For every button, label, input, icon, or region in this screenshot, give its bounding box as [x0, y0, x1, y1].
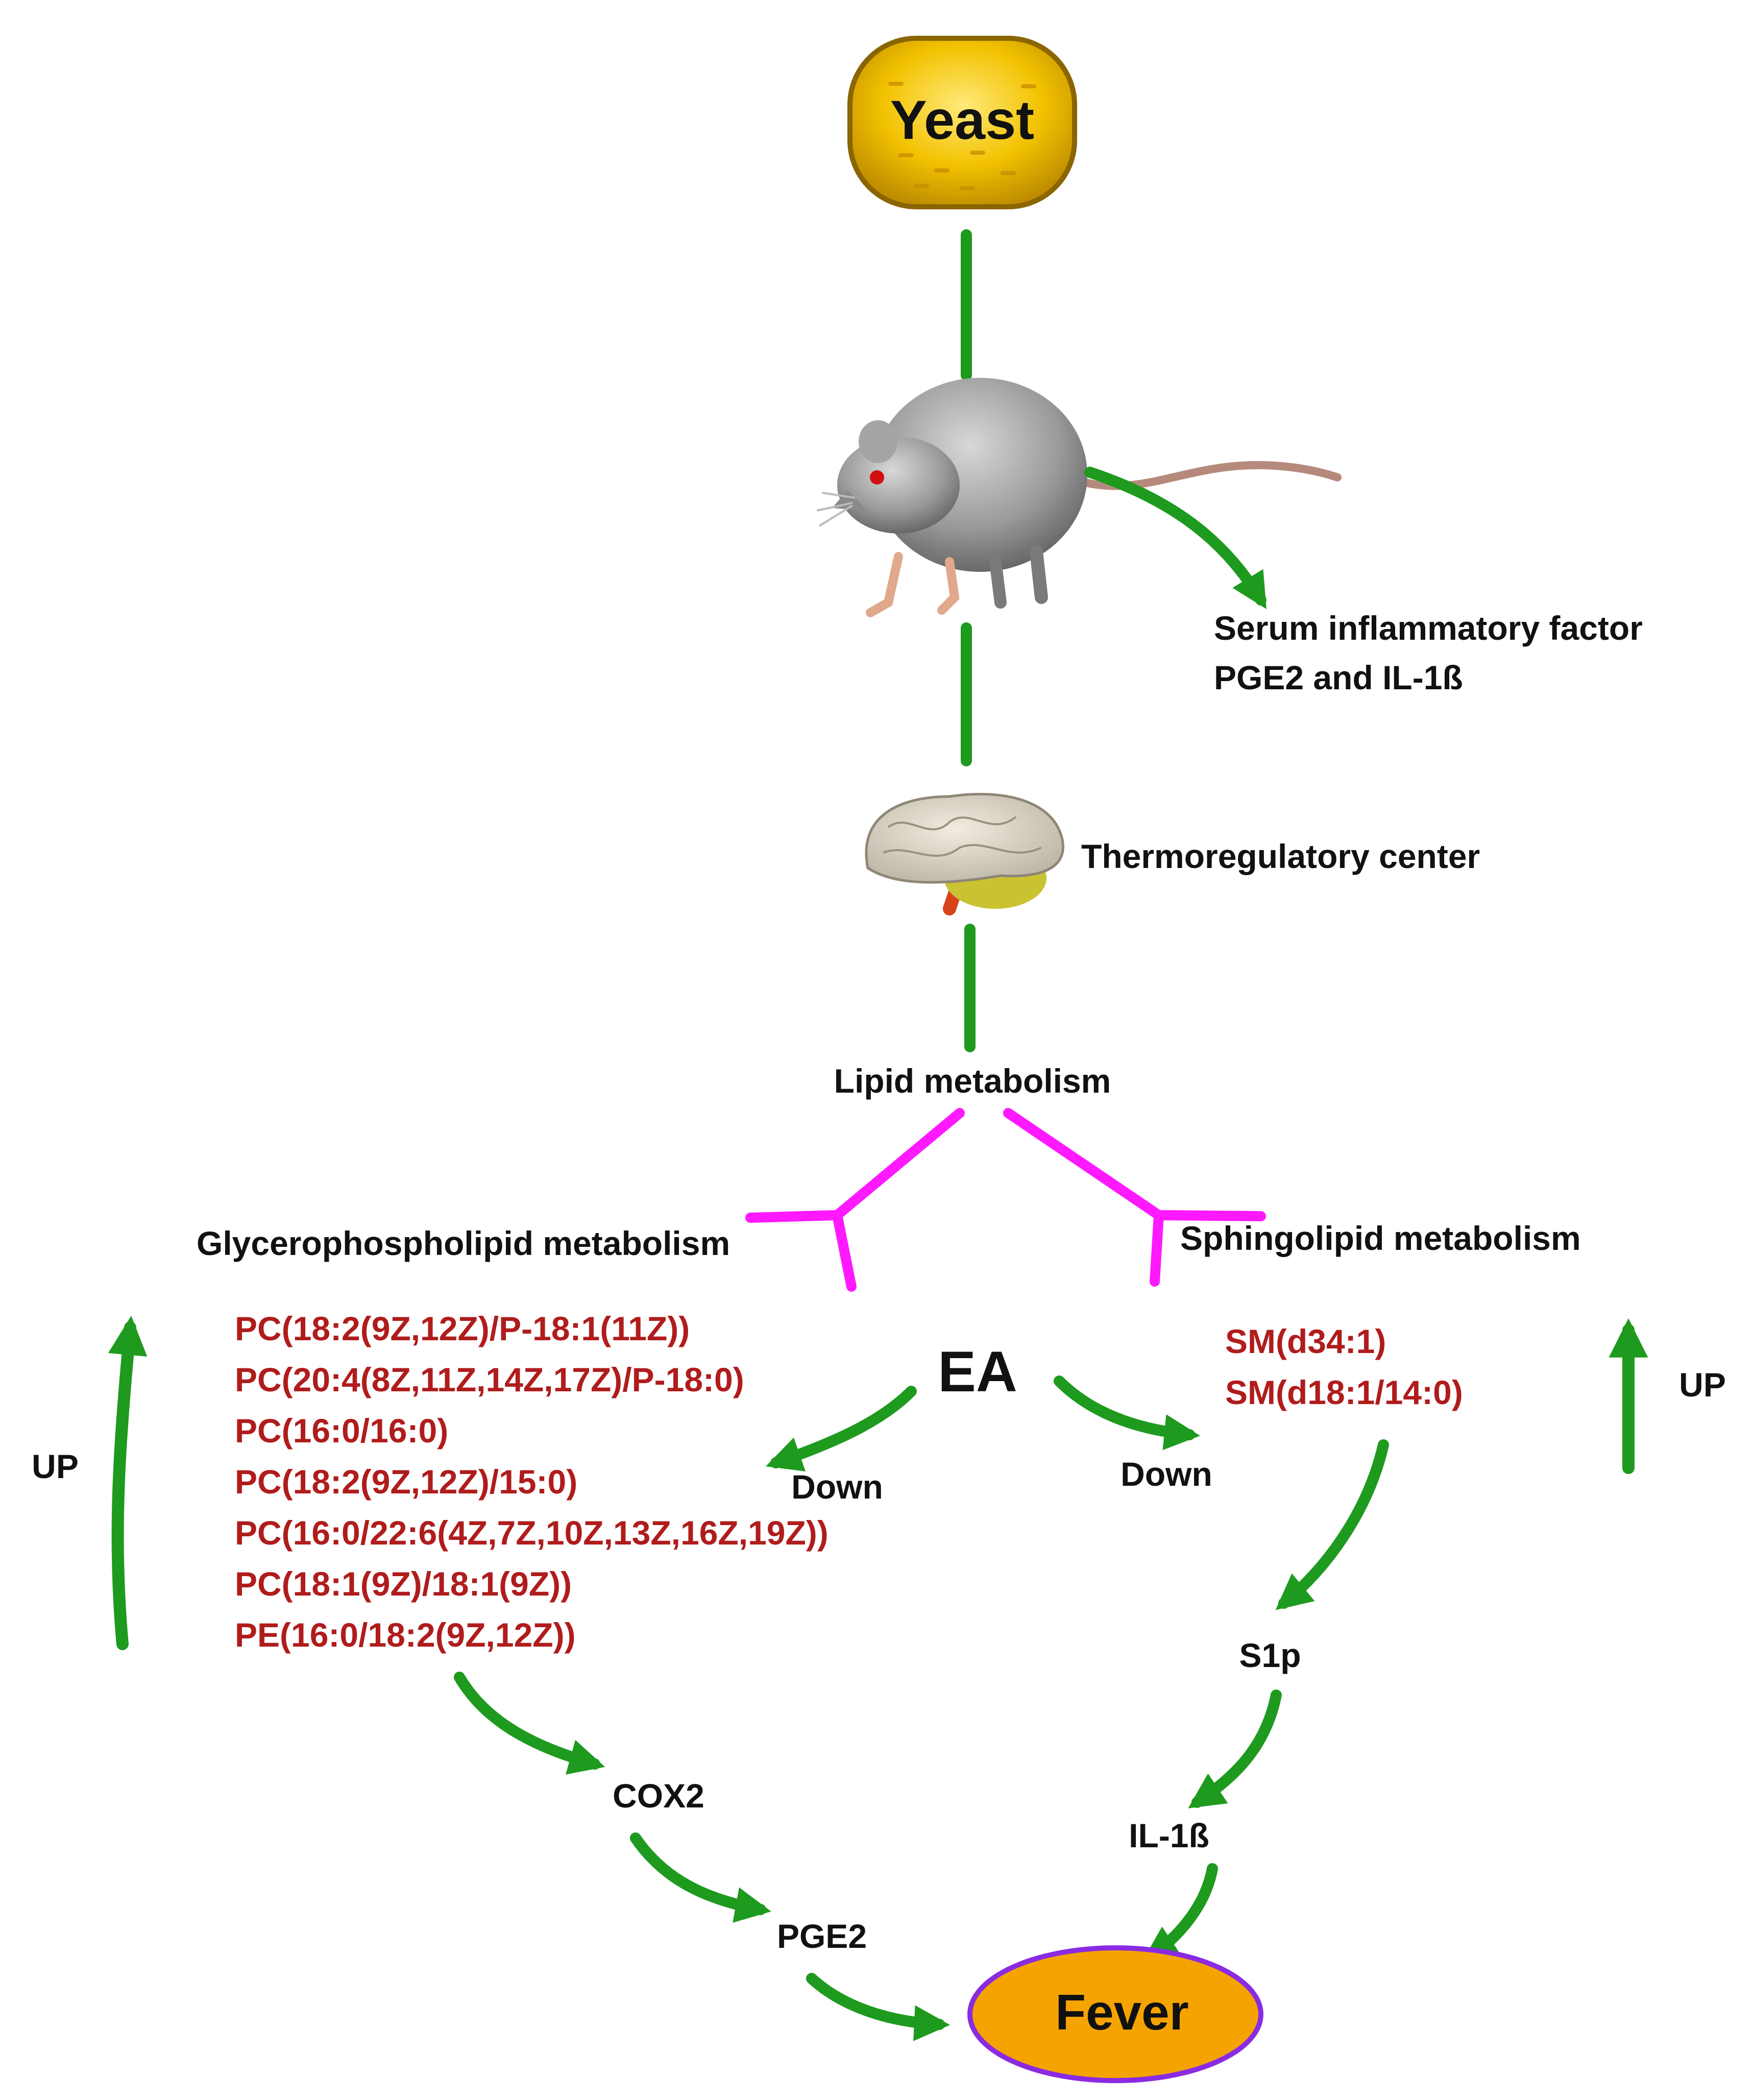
arrow-ea-down-right [1054, 1375, 1201, 1451]
fever-node: Fever [967, 1945, 1263, 2083]
main-connectors [961, 229, 976, 1052]
arrow-pge2-to-fever [806, 1973, 951, 2041]
lipid-branches [745, 1108, 1266, 1292]
cox2-label: COX2 [613, 1777, 704, 1815]
rat-icon [816, 378, 1342, 617]
serum-label-line1: Serum inflammatory factor [1214, 609, 1643, 647]
arrow-s1p-to-il1b [1188, 1689, 1282, 1808]
glycero-lipid-item: PC(16:0/22:6(4Z,7Z,10Z,13Z,16Z,19Z)) [235, 1514, 829, 1552]
il1b-label: IL-1ß [1129, 1817, 1209, 1854]
sphingo-lipid-item: SM(d18:1/14:0) [1225, 1373, 1463, 1411]
lipid-metabolism-label: Lipid metabolism [834, 1062, 1111, 1100]
arrow-pe-to-cox2 [454, 1672, 605, 1775]
ea-label: EA [938, 1340, 1017, 1404]
glycero-metabolism-label: Glycerophospholipid metabolism [197, 1224, 730, 1262]
s1p-label: S1p [1239, 1636, 1301, 1674]
up-label-right: UP [1679, 1366, 1726, 1404]
arrow-sm-to-s1p [1275, 1439, 1389, 1610]
sphingo-lipid-list: SM(d34:1) SM(d18:1/14:0) [1225, 1322, 1463, 1411]
pge2-label: PGE2 [777, 1917, 867, 1955]
arrow-ea-down-left [766, 1386, 917, 1471]
glycero-lipid-list: PC(18:2(9Z,12Z)/P-18:1(11Z)) PC(20:4(8Z,… [235, 1310, 829, 1654]
glycero-lipid-item: PE(16:0/18:2(9Z,12Z)) [235, 1616, 576, 1654]
thermoregulatory-label: Thermoregulatory center [1081, 837, 1480, 875]
serum-label-line2: PGE2 and IL-1ß [1214, 659, 1463, 696]
sphingo-lipid-item: SM(d34:1) [1225, 1322, 1386, 1360]
brain-icon [865, 792, 1064, 915]
glycero-lipid-item: PC(20:4(8Z,11Z,14Z,17Z)/P-18:0) [235, 1361, 744, 1398]
glycero-lipid-item: PC(18:1(9Z)/18:1(9Z)) [235, 1565, 572, 1603]
glycero-lipid-item: PC(16:0/16:0) [235, 1412, 448, 1450]
yeast-cell-icon [888, 82, 1036, 190]
branch-glycero [745, 1108, 965, 1292]
down-label-right: Down [1120, 1455, 1212, 1493]
glycero-lipid-item: PC(18:2(9Z,12Z)/P-18:1(11Z)) [235, 1310, 690, 1347]
glycero-lipid-item: PC(18:2(9Z,12Z)/15:0) [235, 1463, 577, 1501]
arrow-cox2-to-pge2 [630, 1832, 771, 1923]
yeast-node: Yeast [847, 36, 1077, 209]
arrow-il1b-to-fever [1142, 1863, 1218, 1962]
sphingo-metabolism-label: Sphingolipid metabolism [1180, 1219, 1581, 1257]
arrow-up-left [108, 1316, 148, 1650]
yeast-label: Yeast [890, 89, 1034, 151]
down-label-left: Down [791, 1468, 883, 1506]
up-label-left: UP [32, 1447, 79, 1485]
fever-label: Fever [1055, 1984, 1189, 2040]
branch-sphingo [1003, 1108, 1266, 1287]
arrow-rat-to-serum [1084, 467, 1266, 610]
